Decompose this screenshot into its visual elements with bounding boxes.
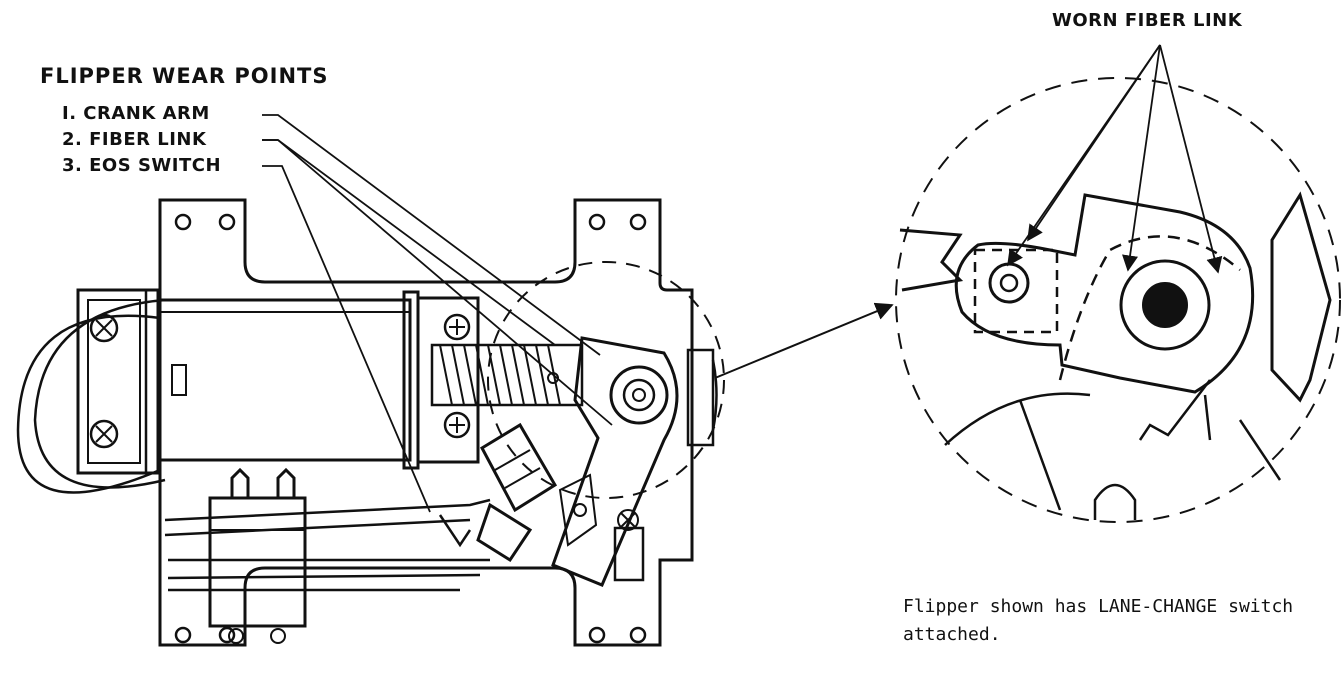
detail-view [895, 77, 1341, 523]
mounting-holes [174, 213, 647, 644]
eos-switch [476, 422, 645, 582]
worn-fiber-link-arrows [1007, 44, 1223, 274]
callout-leaders [262, 114, 613, 513]
caption-line-1: Flipper shown has LANE-CHANGE switch [903, 596, 1294, 617]
solenoid-coil [158, 290, 480, 470]
crank-arm [487, 261, 725, 587]
detail-pointer-arrow [714, 302, 894, 379]
caption-line-2: attached. [903, 624, 1001, 645]
callout-crank-arm: I. CRANK ARM [62, 103, 210, 124]
callout-eos-switch: 3. EOS SWITCH [62, 155, 222, 176]
plunger-spring [430, 343, 584, 407]
callout-fiber-link: 2. FIBER LINK [62, 129, 207, 150]
terminal-block [208, 467, 307, 644]
wiring [16, 298, 491, 592]
mounting-bracket [158, 198, 694, 647]
worn-fiber-link-label: WORN FIBER LINK [1052, 10, 1243, 31]
callout-heading: FLIPPER WEAR POINTS [40, 64, 329, 88]
